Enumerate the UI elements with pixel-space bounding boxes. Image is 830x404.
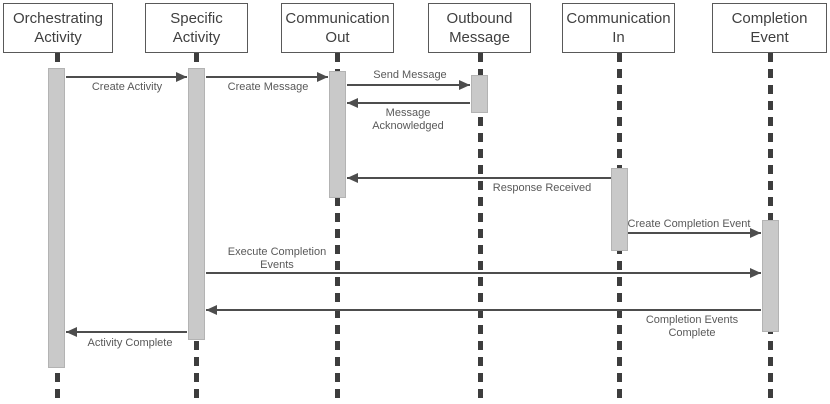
message-label-response-received: Response Received — [432, 182, 652, 195]
actor-label-line: Message — [449, 29, 510, 46]
message-label-line: Create Activity — [91, 81, 163, 93]
actor-label-line: Activity — [172, 29, 221, 46]
message-label-line: Completion Events — [645, 314, 739, 326]
activation-bar-communication-in — [611, 168, 628, 251]
message-line-create-completion-event — [628, 232, 761, 234]
message-label-create-message: Create Message — [158, 81, 378, 94]
activation-bar-outbound-message — [471, 75, 488, 113]
message-line-response-received — [347, 177, 611, 179]
activation-bar-specific-activity — [188, 68, 205, 340]
message-line-execute-completion-events — [206, 272, 761, 274]
message-label-line: Complete — [668, 327, 716, 339]
message-line-create-message — [206, 76, 328, 78]
message-line-message-acknowledged — [347, 102, 470, 104]
arrowhead-create-message — [317, 72, 328, 82]
actor-label-line: Event — [750, 29, 789, 46]
actor-label-line: Out — [325, 29, 350, 46]
lifeline-outbound-message — [478, 53, 483, 404]
arrowhead-send-message — [459, 80, 470, 90]
actor-label-line: Orchestrating — [12, 10, 104, 27]
arrowhead-activity-complete — [66, 327, 77, 337]
arrowhead-completion-events-complete — [206, 305, 217, 315]
message-line-completion-events-complete — [206, 309, 761, 311]
actor-label-line: Outbound — [446, 10, 513, 27]
message-label-line: Acknowledged — [372, 120, 444, 132]
arrowhead-response-received — [347, 173, 358, 183]
message-label-line: Execute Completion — [227, 246, 327, 258]
actor-label-line: Communication — [566, 10, 671, 27]
activation-bar-completion-event — [762, 220, 779, 332]
arrowhead-create-completion-event — [750, 228, 761, 238]
message-label-create-completion-event: Create Completion Event — [579, 218, 799, 231]
lifeline-communication-out — [335, 53, 340, 404]
actor-label-line: Communication — [285, 10, 390, 27]
arrowhead-create-activity — [176, 72, 187, 82]
activation-bar-orchestrating-activity — [48, 68, 65, 368]
arrowhead-message-acknowledged — [347, 98, 358, 108]
message-line-create-activity — [66, 76, 187, 78]
message-label-line: Response Received — [492, 182, 592, 194]
actor-label-line: Activity — [34, 29, 82, 46]
message-label-line: Events — [260, 259, 294, 271]
actor-label-line: Specific — [170, 10, 223, 27]
actor-label-line: In — [612, 29, 625, 46]
message-label-line: Create Completion Event — [627, 218, 751, 230]
message-label-line: Message — [385, 107, 431, 119]
message-label-line: Activity Complete — [87, 337, 173, 349]
message-line-activity-complete — [66, 331, 187, 333]
message-label-line: Create Message — [227, 81, 309, 93]
message-label-line: Send Message — [373, 69, 447, 81]
actor-label-line: Completion — [731, 10, 808, 27]
message-label-create-activity: Create Activity — [17, 81, 237, 94]
message-label-send-message: Send Message — [300, 69, 520, 82]
message-label-activity-complete: Activity Complete — [20, 337, 240, 350]
message-line-send-message — [347, 84, 470, 86]
arrowhead-execute-completion-events — [750, 268, 761, 278]
activation-bar-communication-out — [329, 71, 346, 198]
